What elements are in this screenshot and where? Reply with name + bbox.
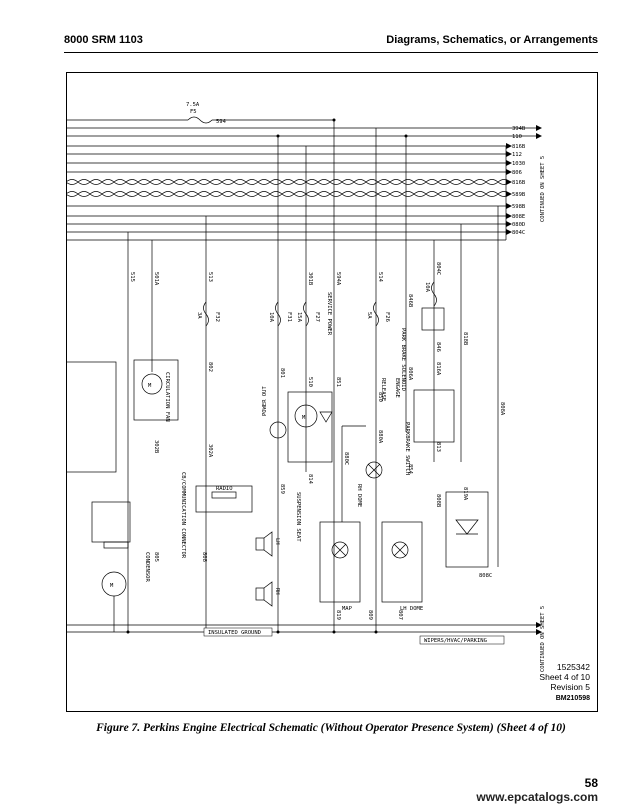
- wire-label: 813: [435, 442, 441, 452]
- fuse-name: F31: [286, 312, 292, 322]
- map-label: MAP: [342, 606, 353, 612]
- condensor-motor-label: M: [110, 583, 114, 589]
- drawing-number: 1525342: [556, 662, 590, 672]
- continued-top-label: CONTINUED ON SHEET 5: [540, 156, 546, 222]
- wire-label: 510: [307, 377, 313, 387]
- fuse-top-name: F5: [190, 109, 197, 115]
- power-outlet-label: POWER OUT: [262, 386, 268, 416]
- fuse-name: F32: [214, 312, 220, 322]
- wire-label: 816A: [435, 362, 441, 376]
- bus-label: 598B: [512, 204, 526, 210]
- fuse-rating: 3A: [196, 312, 202, 319]
- fuse-top-wire: 594: [216, 119, 227, 125]
- rh-speaker-label: RH: [274, 588, 280, 595]
- wire-label: 854: [407, 464, 413, 475]
- condensor-label: CONDENSOR: [144, 552, 150, 582]
- release-label: RELEASE: [380, 378, 386, 401]
- wire-label: 846B: [407, 294, 413, 308]
- revision: Revision 5: [550, 682, 590, 692]
- park-brake-solenoid-label: PARK BRAKE SOLENOID: [400, 328, 406, 391]
- lh-speaker-label: LH: [274, 538, 280, 545]
- bus-label: 816B: [512, 180, 526, 186]
- wire-label: 804C: [435, 262, 441, 275]
- bus-label: 394B: [512, 126, 526, 132]
- wire-label: 302A: [207, 444, 213, 458]
- circulation-fan-label: CIRCULATION FAN: [164, 372, 170, 422]
- fuse-rating: 10A: [268, 312, 274, 323]
- wire-label: 594A: [335, 272, 341, 286]
- wire-label: 808A: [499, 402, 505, 416]
- continued-bottom-label: CONTINUED ON SHEET 5: [540, 606, 546, 672]
- bus-label: 816B: [512, 144, 526, 150]
- fuse-rating: 15A: [296, 312, 302, 323]
- wire-label: 880C: [343, 452, 349, 465]
- seat-motor-label: M: [302, 415, 306, 421]
- lh-dome-label: LH DOME: [400, 606, 423, 612]
- fuse-rating: 10A: [424, 282, 430, 293]
- wire-label: 808: [201, 552, 207, 562]
- document-code: 8000 SRM 1103: [64, 34, 143, 46]
- wire-label: 808B: [435, 494, 441, 508]
- wire-label: 513: [207, 272, 213, 282]
- wire-label: 819: [335, 610, 341, 620]
- wire-label: 301B: [307, 272, 313, 286]
- fan-motor-label: M: [148, 383, 152, 389]
- bus-label: 808E: [512, 214, 525, 220]
- wire-label: 801: [279, 368, 285, 378]
- bus-label: 112: [512, 152, 522, 158]
- bus-label: 804C: [512, 230, 525, 236]
- right-bus-labels: 394B 110 816B 112 1030 806 816B 589B 598…: [512, 126, 526, 236]
- bus-label: 806: [512, 170, 522, 176]
- radio-label: RADIO: [216, 486, 233, 492]
- wire-label: 880A: [377, 430, 383, 444]
- wire-label: 514: [377, 272, 383, 283]
- schematic-frame: [66, 72, 598, 712]
- insulated-ground-label: INSULATED GROUND: [208, 630, 261, 636]
- fuse-name: F27: [314, 312, 320, 322]
- parkbrake-switch-label: PARKBRAKE SWITCH: [404, 422, 410, 475]
- wire-label: 515: [129, 272, 135, 282]
- bus-label: 589B: [512, 192, 526, 198]
- suspension-seat-label: SUSPENSION SEAT: [295, 492, 301, 542]
- bus-label: 1030: [512, 161, 525, 167]
- wire-label: 850: [377, 392, 383, 402]
- wire-label: 808C: [479, 573, 492, 579]
- wire-label: 859: [279, 484, 285, 494]
- cb-connector-label: CB/COMMUNICATION CONNECTOR: [180, 472, 186, 559]
- wire-label: 846: [435, 342, 441, 352]
- wire-label: 802: [207, 362, 213, 372]
- figure-caption: Figure 7. Perkins Engine Electrical Sche…: [96, 722, 566, 734]
- bus-label: 080D: [512, 222, 525, 228]
- rh-dome-label: RH DOME: [356, 484, 362, 507]
- sheet-number: Sheet 4 of 10: [539, 672, 590, 682]
- wire-label: 302B: [153, 440, 159, 454]
- fuse-name: F26: [384, 312, 390, 322]
- wire-label: 501A: [153, 272, 159, 286]
- bm-code: BM210598: [555, 695, 590, 702]
- wire-label: 806A: [407, 367, 413, 381]
- wire-label: 818B: [462, 332, 468, 346]
- wire-label: 807: [397, 610, 403, 620]
- service-power-label: SERVICE POWER: [326, 292, 332, 336]
- wipers-label: WIPERS/HVAC/PARKING: [424, 638, 487, 644]
- wire-label: 819A: [462, 487, 468, 501]
- bus-label: 110: [512, 134, 522, 140]
- wire-label: 809: [367, 610, 373, 620]
- fuse-top-rating: 7.5A: [186, 102, 200, 108]
- fuse-rating: 5A: [366, 312, 372, 319]
- header-rule: [64, 52, 598, 53]
- wire-label: 814: [307, 474, 313, 485]
- sheet-info: 1525342 Sheet 4 of 10 Revision 5: [539, 662, 590, 692]
- electrical-schematic: 7.5A F5 594 394B 110 816B 112 1030 806 8…: [66, 102, 546, 672]
- wire-label: 805: [153, 552, 159, 562]
- page-number: 58: [584, 776, 598, 790]
- wire-label: 851: [335, 377, 341, 387]
- section-title: Diagrams, Schematics, or Arrangements: [386, 34, 598, 46]
- watermark: www.epcatalogs.com: [476, 790, 598, 804]
- engage-label: ENGAGE: [394, 378, 400, 398]
